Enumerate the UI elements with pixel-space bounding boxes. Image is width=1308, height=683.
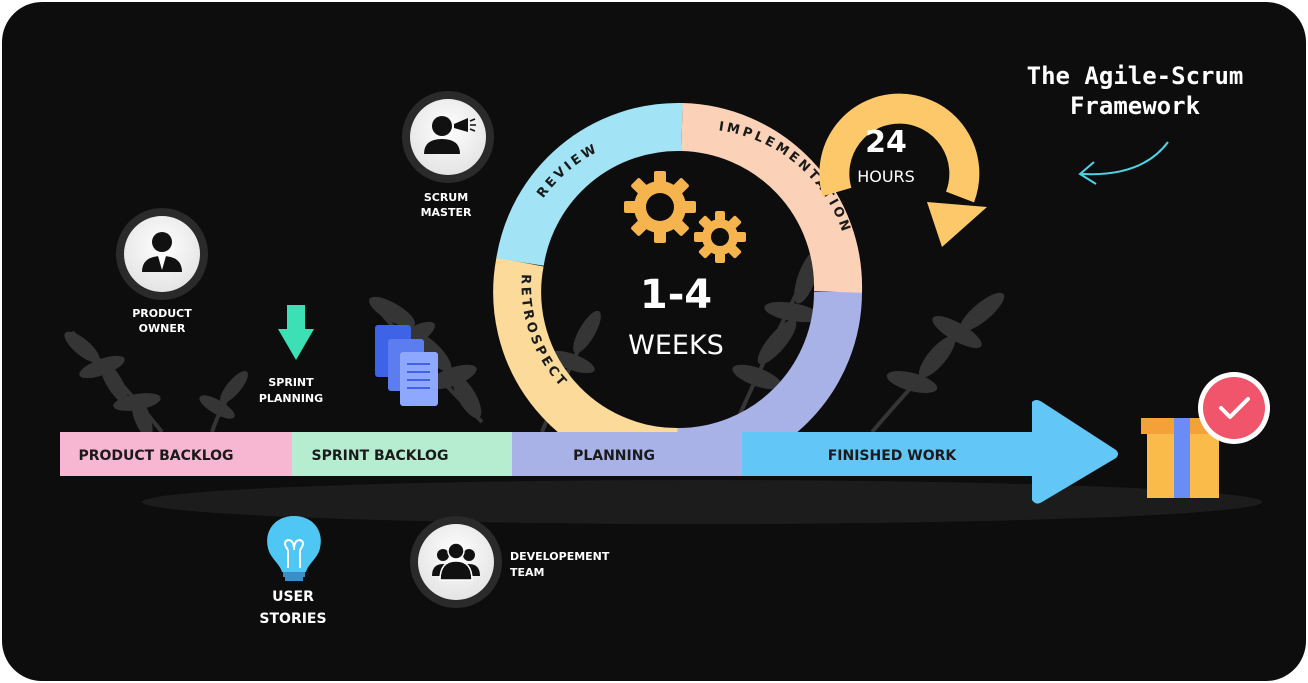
daily-cycle-arrow	[819, 93, 987, 247]
scrum-master-icon	[402, 91, 494, 183]
development-team-label-line2: TEAM	[510, 566, 544, 579]
team-icon	[410, 516, 502, 608]
user-stories-label-line1: USER	[272, 589, 314, 605]
diagram-title-line1: The Agile-Scrum	[1027, 62, 1244, 90]
checkmark-icon	[1198, 372, 1270, 444]
sprint-planning-label-line2: PLANNING	[259, 392, 323, 405]
label-finished-work: FINISHED WORK	[828, 448, 958, 464]
label-sprint-backlog: SPRINT BACKLOG	[312, 448, 449, 464]
development-team-label-line1: DEVELOPEMENT	[510, 550, 610, 563]
lightbulb-icon	[267, 516, 321, 581]
gift-box-icon	[1141, 418, 1223, 498]
daily-hours-value: 24	[865, 125, 907, 160]
label-planning: PLANNING	[573, 448, 655, 464]
segment-sprint-backlog	[292, 432, 512, 476]
label-product-backlog: PRODUCT BACKLOG	[78, 448, 233, 464]
title-pointer-arrow	[1081, 141, 1169, 176]
product-owner-icon	[116, 208, 208, 300]
scrum-master-label-line1: SCRUM	[424, 191, 468, 204]
scrum-master-label-line2: MASTER	[421, 206, 472, 219]
sprint-planning-label-line1: SPRINT	[268, 376, 314, 389]
cycle-duration-unit: WEEKS	[628, 330, 724, 361]
cycle-phase-implementation	[680, 103, 863, 293]
product-owner-label-line2: OWNER	[139, 322, 186, 335]
down-arrow-icon	[278, 305, 314, 360]
daily-hours-unit: HOURS	[857, 167, 915, 186]
gears-icon	[624, 171, 746, 263]
product-owner-label-line1: PRODUCT	[132, 307, 192, 320]
cycle-phase-review	[496, 102, 683, 267]
user-stories-label-line2: STORIES	[259, 611, 326, 627]
diagram-title-line2: Framework	[1070, 92, 1201, 120]
segment-product-backlog	[60, 432, 292, 476]
segment-finished-work	[742, 400, 1118, 504]
cycle-duration-value: 1-4	[640, 272, 712, 318]
ground-shadow	[142, 480, 1262, 524]
documents-icon	[375, 325, 438, 406]
pipeline-bar	[60, 400, 1118, 504]
